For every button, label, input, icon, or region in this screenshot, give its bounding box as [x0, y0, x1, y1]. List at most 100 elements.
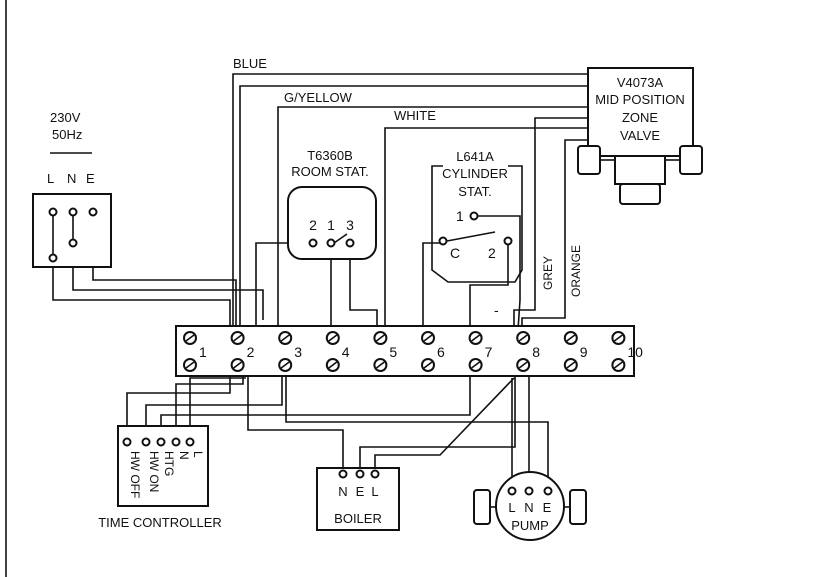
pump-port-left: [473, 489, 491, 525]
terminal-screw: [373, 331, 388, 345]
boiler-terminal: [338, 469, 348, 479]
roomstat-model: T6360B: [307, 148, 353, 163]
supply-voltage: 230V: [50, 110, 81, 125]
cylstat-t1: 1: [456, 208, 464, 224]
tc-terminal: [156, 437, 166, 447]
pump-terminal: [543, 486, 553, 496]
boiler-n: N: [338, 484, 347, 499]
supply-switch-box: [32, 193, 112, 268]
valve-port-bottom: [619, 183, 661, 205]
terminal-number: 6: [437, 344, 445, 360]
wire-label-blue: BLUE: [233, 56, 267, 71]
boiler-terminal: [370, 469, 380, 479]
tc-terminal: [122, 437, 132, 447]
cylstat-c-wire: [422, 242, 443, 330]
terminal-screw: [421, 358, 435, 372]
terminal-number: 10: [627, 344, 643, 360]
boiler-l-wire: [374, 377, 515, 470]
supply-frequency: 50Hz: [52, 127, 82, 142]
roomstat-contact: [333, 233, 348, 244]
wire-label-gyellow: G/YELLOW: [284, 90, 353, 105]
tc-terminal: [171, 437, 181, 447]
orange-wire: [521, 139, 588, 330]
boiler: N E L BOILER: [316, 467, 400, 531]
terminal-screw: [325, 331, 340, 345]
wire-label-grey: GREY: [541, 256, 555, 290]
roomstat-t3: 3: [346, 217, 354, 233]
pump-terminal: [507, 486, 517, 496]
tc-l: L: [191, 451, 205, 458]
pump-e: E: [543, 500, 552, 515]
pump-l: L: [508, 500, 515, 515]
pump-e-wire: [285, 372, 549, 490]
roomstat-terminal: [345, 238, 355, 248]
cylstat-2-wire: [469, 243, 509, 330]
roomstat-name: ROOM STAT.: [291, 164, 369, 179]
valve-line3: ZONE: [622, 110, 658, 125]
supply-n-label: N: [67, 171, 76, 186]
terminal-screw: [230, 331, 245, 345]
valve-port-left: [577, 145, 601, 175]
boiler-label: BOILER: [334, 511, 382, 526]
cylstat-1-wire: [474, 215, 521, 331]
pump-port-right: [569, 489, 587, 525]
supply-block: 230V 50Hz L N E: [32, 110, 112, 268]
wire-label-white: WHITE: [394, 108, 436, 123]
terminal-number: 8: [532, 344, 540, 360]
supply-terminal: [88, 207, 98, 217]
roomstat-terminal: [326, 238, 336, 248]
cylstat-terminal: [438, 236, 448, 246]
cylstat-contact: [446, 231, 496, 242]
valve-line4: VALVE: [620, 128, 660, 143]
terminal-number: 3: [294, 344, 302, 360]
terminal-strip-body: [175, 325, 635, 377]
cylstat-terminal: [503, 236, 513, 246]
cylstat-name2: STAT.: [458, 184, 491, 199]
terminal-screw: [611, 331, 626, 345]
cylstat-t2: 2: [488, 245, 496, 261]
terminal-number: 2: [247, 344, 255, 360]
valve-port-right: [679, 145, 703, 175]
terminal-screw: [421, 331, 435, 345]
tc-n: N: [177, 451, 191, 460]
boiler-e-wire: [359, 372, 516, 470]
white-wire: [384, 127, 588, 330]
terminal-screw: [278, 331, 293, 345]
cylstat-model: L641A: [456, 149, 494, 164]
terminal-screw: [563, 331, 578, 345]
supply-terminal: [68, 207, 78, 217]
blue-wire: [232, 73, 588, 330]
terminal-screw: [468, 331, 483, 345]
supply-terminal: [48, 207, 58, 217]
roomstat-t1: 1: [327, 217, 335, 233]
supply-l-label: L: [47, 171, 54, 186]
cylstat-name1: CYLINDER: [442, 166, 508, 181]
valve-line2: MID POSITION: [595, 92, 685, 107]
valve-box: [587, 67, 694, 157]
terminal-screw: [563, 358, 578, 372]
terminal-number: 7: [485, 344, 493, 360]
cylstat-terminal: [469, 211, 479, 221]
supply-terminal: [48, 253, 58, 263]
terminal-screw: [468, 358, 483, 372]
terminal-screw: [183, 331, 197, 345]
terminal-screw: [183, 358, 197, 372]
boiler-terminal: [355, 469, 365, 479]
grey-wire: [513, 117, 588, 330]
valve-l-wire: [239, 85, 588, 330]
tc-l-wire: [189, 377, 246, 440]
supply-e-label: E: [86, 171, 95, 186]
pump-n: N: [524, 500, 533, 515]
terminal-number: 5: [389, 344, 397, 360]
supply-e-wire: [92, 213, 237, 330]
pump-terminal: [524, 486, 534, 496]
tc-hwoff-wire: [126, 372, 231, 440]
cylstat-tc: C: [450, 245, 460, 261]
roomstat-terminal: [308, 238, 318, 248]
terminal-screw: [325, 358, 340, 372]
terminal-screw: [516, 331, 531, 345]
tc-hwoff: HW OFF: [128, 451, 142, 498]
valve-model: V4073A: [617, 75, 664, 90]
roomstat-t2: 2: [309, 217, 317, 233]
